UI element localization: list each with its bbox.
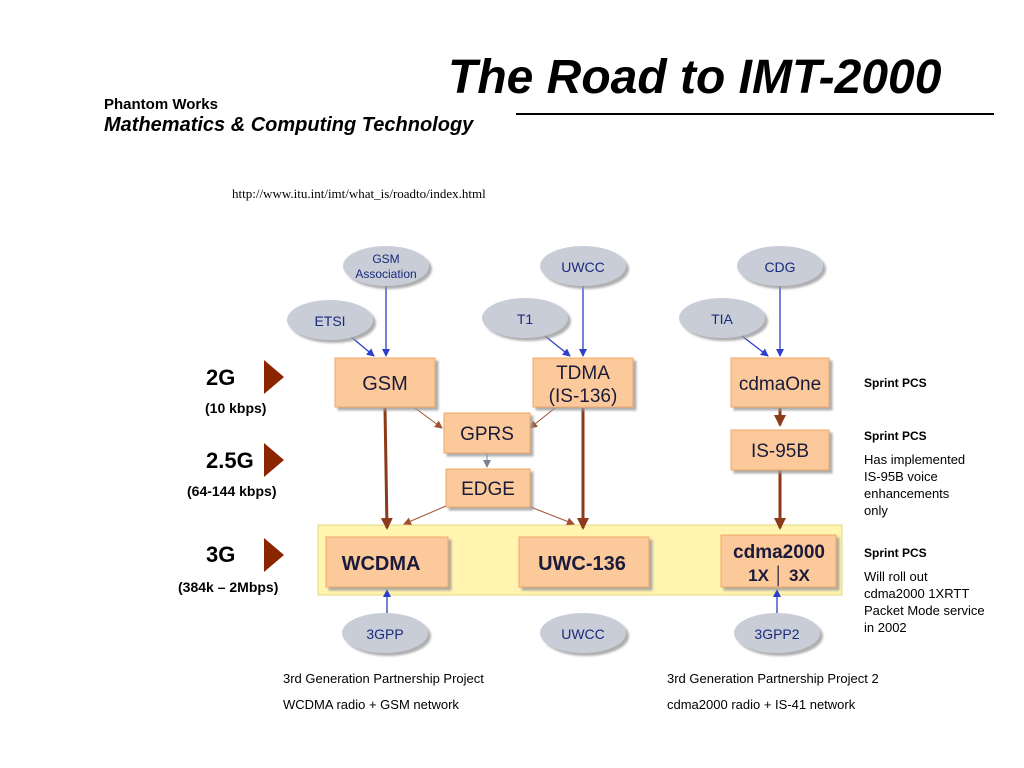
uwcc-bottom-ellipse: UWCC (540, 613, 626, 653)
arrow-gsm-wcdma (380, 407, 393, 530)
org-division: Mathematics & Computing Technology (104, 114, 474, 136)
gsm-association-ellipse: GSM Association (343, 246, 429, 286)
note-sprint-3-line: Packet Mode service (864, 603, 985, 618)
svg-text:3GPP2: 3GPP2 (754, 626, 799, 642)
svg-text:cdma2000: cdma2000 (733, 542, 825, 563)
note-sprint-3-line: Will roll out (864, 569, 928, 584)
svg-text:(IS-136): (IS-136) (549, 386, 618, 407)
arrow-t1-tdma (544, 335, 571, 357)
arrow-tdma-gprs (529, 407, 556, 429)
gprs-box: GPRS (443, 412, 531, 454)
uwcc-top-ellipse: UWCC (540, 246, 626, 286)
gsm-box: GSM (334, 357, 436, 408)
gen-rate-25g: (64-144 kbps) (187, 483, 276, 499)
svg-text:GPRS: GPRS (460, 424, 514, 445)
note-sprint-1: Sprint PCS (864, 374, 927, 392)
note-sprint-2-line: only (864, 503, 888, 518)
gen-rate-2g: (10 kbps) (205, 400, 266, 416)
svg-text:T1: T1 (517, 311, 534, 327)
3gpp2-ellipse: 3GPP2 (734, 613, 820, 653)
svg-text:WCDMA: WCDMA (342, 553, 421, 575)
is95b-box: IS-95B (730, 429, 830, 471)
tia-ellipse: TIA (679, 298, 765, 338)
note-sprint-3-title: Sprint PCS (864, 546, 927, 560)
tdma-box: TDMA (IS-136) (532, 357, 634, 408)
gen-rate-3g: (384k – 2Mbps) (178, 579, 278, 595)
arrow-edge-wcdma (403, 505, 447, 525)
gen-label-2g: 2G (206, 365, 235, 390)
page-title: The Road to IMT-2000 (448, 51, 942, 104)
title-underline (516, 113, 994, 115)
source-url[interactable]: http://www.itu.int/imt/what_is/roadto/in… (232, 186, 486, 201)
t1-ellipse: T1 (482, 298, 568, 338)
footer-left-line2: WCDMA radio + GSM network (283, 697, 459, 712)
svg-text:CDG: CDG (764, 259, 795, 275)
footer-left-line1: 3rd Generation Partnership Project (283, 671, 484, 686)
svg-text:ETSI: ETSI (314, 313, 345, 329)
gen-arrow-3g (264, 538, 284, 572)
note-sprint-3-line: cdma2000 1XRTT (864, 586, 970, 601)
gen-arrow-2g (264, 360, 284, 394)
svg-text:IS-95B: IS-95B (751, 441, 809, 462)
svg-text:EDGE: EDGE (461, 479, 515, 500)
arrow-etsi-gsm (349, 335, 375, 357)
etsi-ellipse: ETSI (287, 300, 373, 340)
svg-text:3GPP: 3GPP (366, 626, 403, 642)
uwc136-box: UWC-136 (518, 536, 650, 588)
cdma2000-box: cdma2000 1X │ 3X (720, 534, 837, 588)
gen-label-3g: 3G (206, 542, 235, 567)
note-sprint-2: Sprint PCS Has implemented IS-95B voice … (864, 427, 965, 519)
svg-text:UWCC: UWCC (561, 626, 605, 642)
arrow-tia-cdmaone (741, 335, 769, 357)
3gpp-ellipse: 3GPP (342, 613, 428, 653)
svg-text:GSM: GSM (372, 252, 399, 266)
org-name: Phantom Works (104, 96, 218, 113)
svg-text:cdmaOne: cdmaOne (739, 374, 821, 395)
footer-right-line1: 3rd Generation Partnership Project 2 (667, 671, 879, 686)
footer-right-line2: cdma2000 radio + IS-41 network (667, 697, 856, 712)
wcdma-box: WCDMA (325, 536, 449, 588)
note-sprint-2-line: Has implemented (864, 452, 966, 467)
gen-label-25g: 2.5G (206, 448, 254, 473)
svg-text:UWCC: UWCC (561, 259, 605, 275)
edge-box: EDGE (445, 468, 531, 508)
svg-text:GSM: GSM (362, 373, 408, 395)
svg-text:TIA: TIA (711, 311, 733, 327)
note-sprint-2-line: enhancements (864, 486, 950, 501)
svg-text:TDMA: TDMA (556, 363, 610, 384)
svg-text:UWC-136: UWC-136 (538, 553, 626, 575)
arrow-edge-uwc136 (527, 505, 575, 526)
cdg-ellipse: CDG (737, 246, 823, 286)
note-sprint-3-line: in 2002 (864, 620, 907, 635)
arrow-gsm-gprs (414, 407, 443, 429)
note-sprint-2-line: IS-95B voice (864, 469, 938, 484)
note-sprint-3: Sprint PCS Will roll out cdma2000 1XRTT … (864, 544, 985, 636)
note-sprint-2-title: Sprint PCS (864, 429, 927, 443)
gen-arrow-25g (264, 443, 284, 477)
svg-text:Association: Association (355, 267, 416, 281)
svg-text:1X │ 3X: 1X │ 3X (748, 565, 810, 587)
note-sprint-1-title: Sprint PCS (864, 376, 927, 390)
cdmaone-box: cdmaOne (730, 357, 830, 408)
